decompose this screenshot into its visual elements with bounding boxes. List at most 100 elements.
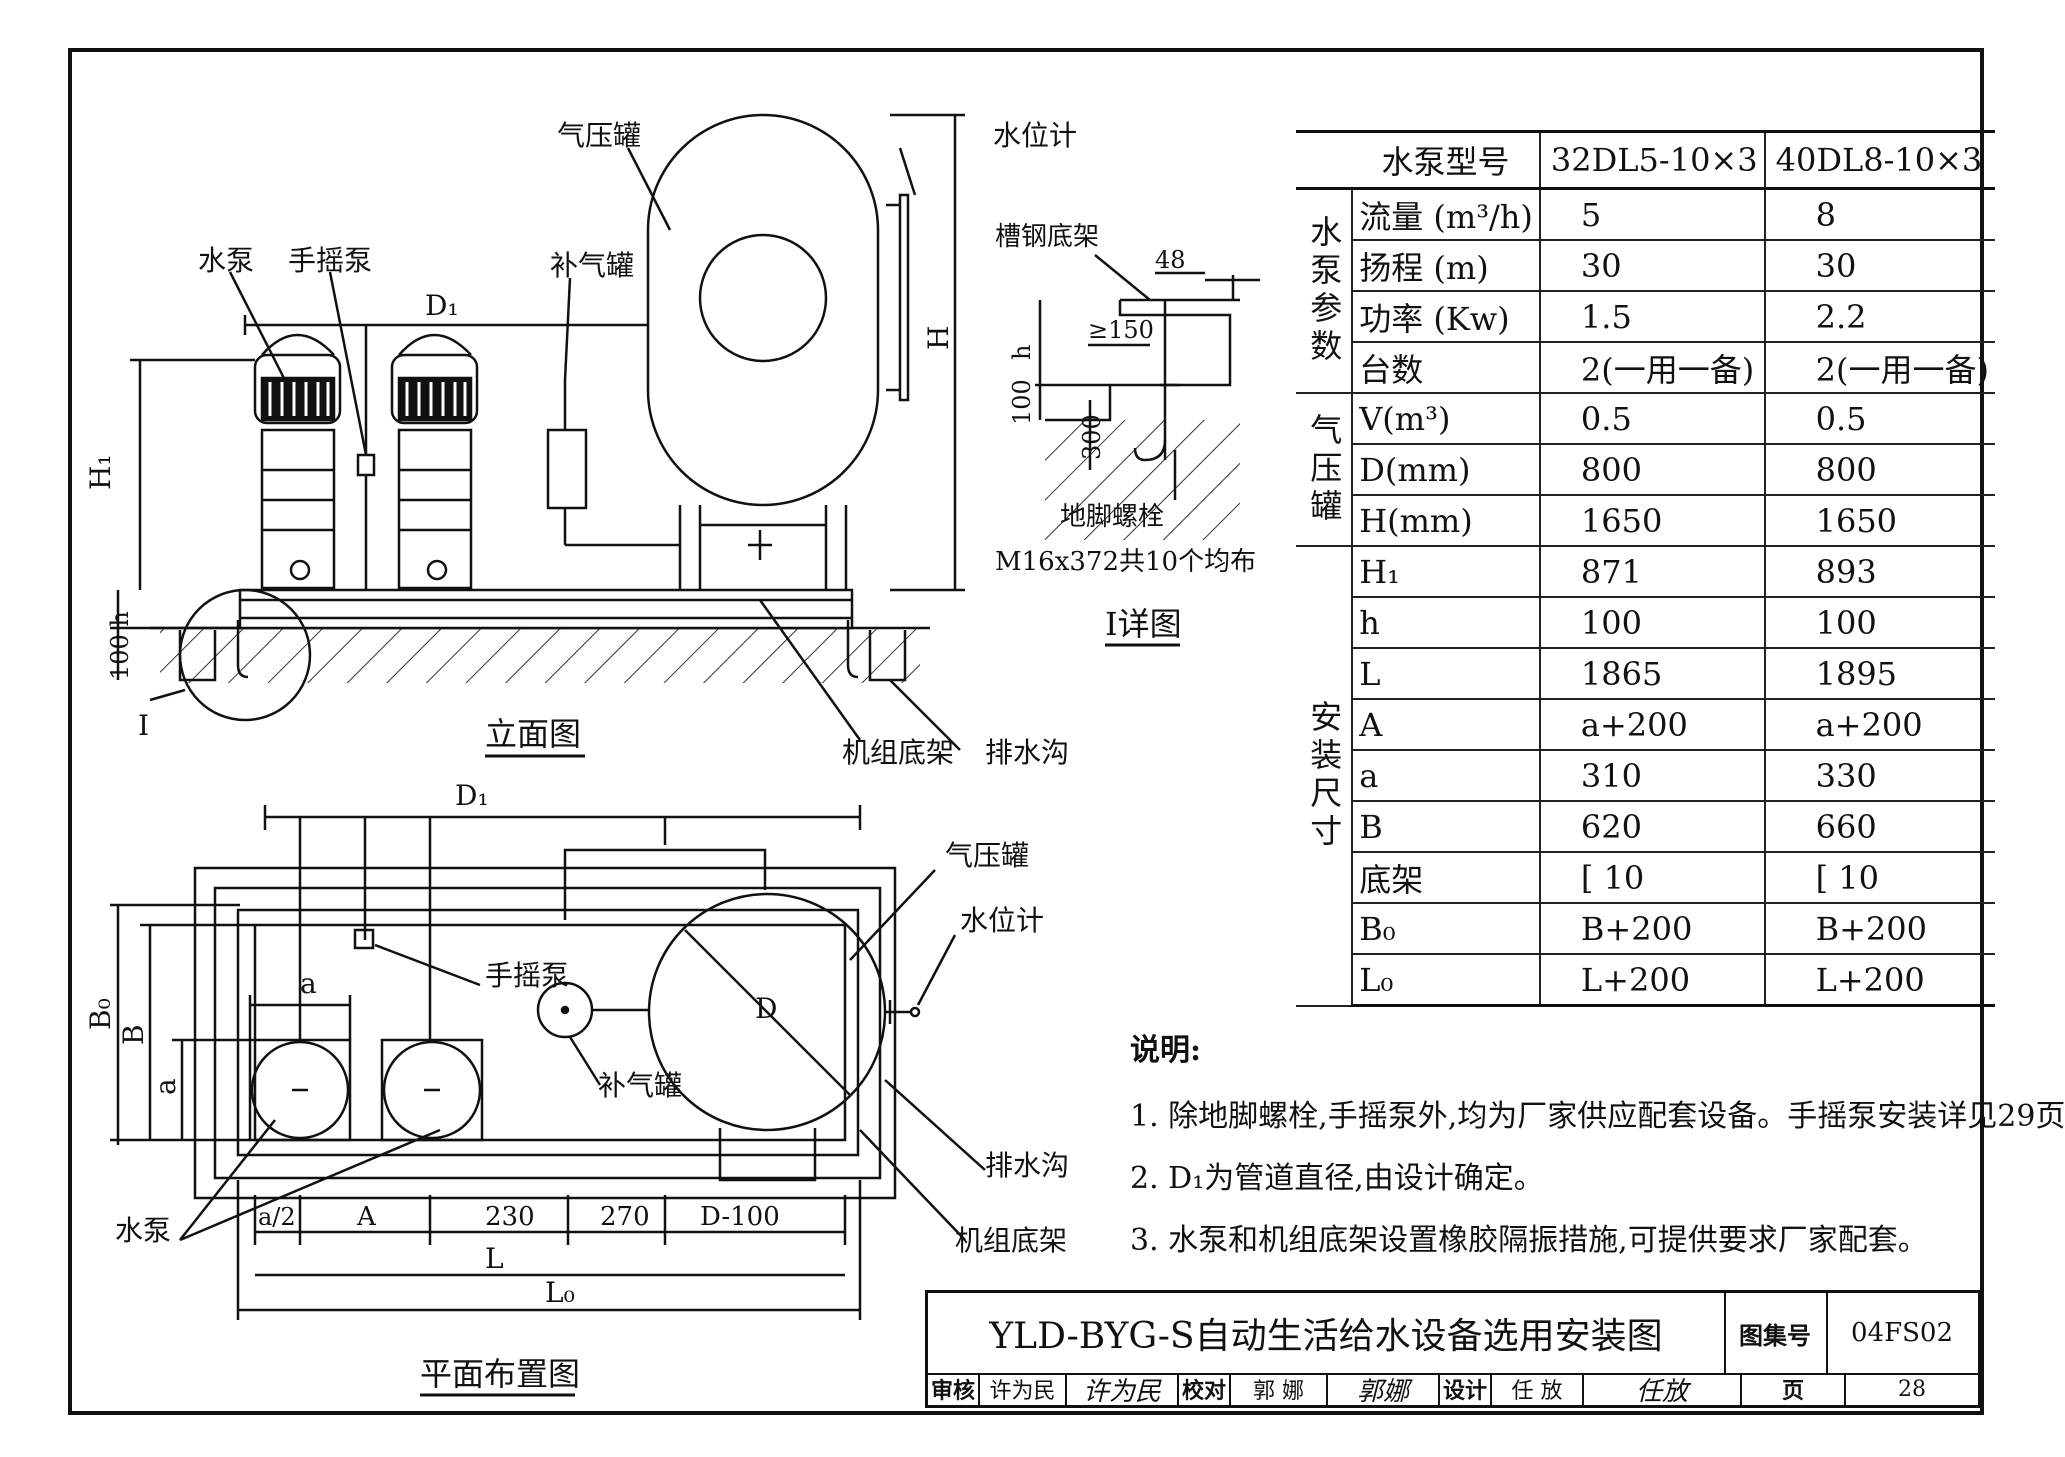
table-cell-label: 扬程 (m) xyxy=(1352,240,1541,292)
dim-100: 100 xyxy=(1008,379,1036,425)
plan-title: 平面布置图 xyxy=(420,1355,580,1393)
table-cell-value-1: 800 xyxy=(1539,444,1766,496)
dim-48: 48 xyxy=(1155,246,1186,274)
table-cell-value-2: a+200 xyxy=(1764,699,1995,751)
plan-dim-l0: L₀ xyxy=(545,1276,575,1309)
plan-labels: D₁ 气压罐 水位计 手摇泵 补气罐 排水沟 机组底架 水泵 D a B B₀ … xyxy=(84,779,1069,1393)
dim-300: 300 xyxy=(1078,414,1106,460)
dim-d1: D₁ xyxy=(425,289,459,322)
note-3: 3. 水泵和机组底架设置橡胶隔振措施,可提供要求厂家配套。 xyxy=(1130,1223,1928,1258)
table-cell-value-1: 0.5 xyxy=(1539,393,1766,445)
plan-label-hand-pump: 手摇泵 xyxy=(485,959,569,992)
table-cell-label: 功率 (Kw) xyxy=(1352,291,1541,343)
pump-2-motor xyxy=(390,353,479,425)
table-cell-value-2: 2.2 xyxy=(1764,291,1995,343)
table-header-row: 水泵型号 32DL5-10×3 40DL8-10×3 xyxy=(1296,130,1995,190)
checker-signature: 郭娜 xyxy=(1328,1373,1440,1407)
table-cell-value-1: 100 xyxy=(1539,597,1766,649)
table-cell-label: H(mm) xyxy=(1352,495,1541,547)
design-label: 设计 xyxy=(1440,1373,1492,1405)
unit-base-outline xyxy=(236,908,860,1157)
pump-2-plan xyxy=(382,1040,482,1140)
table-group-label: 气压罐 xyxy=(1296,393,1354,547)
ground-hatch xyxy=(160,628,920,683)
detail-title: I详图 xyxy=(1105,605,1182,643)
plan-dim-A: A xyxy=(356,1202,377,1232)
table-cell-value-1: [ 10 xyxy=(1539,852,1766,904)
dim-h1: H₁ xyxy=(84,454,117,490)
table-cell-value-1: a+200 xyxy=(1539,699,1766,751)
table-cell-value-2: 1895 xyxy=(1764,648,1995,700)
label-unit-base: 机组底架 xyxy=(842,736,954,769)
label-pressure-tank: 气压罐 xyxy=(557,119,641,152)
atlas-number: 04FS02 xyxy=(1826,1293,1978,1375)
table-row: 底架[ 10[ 10 xyxy=(1296,852,1995,904)
drawing-title: YLD-BYG-S自动生活给水设备选用安装图 xyxy=(928,1293,1726,1375)
reviewer-signature: 许为民 xyxy=(1067,1373,1179,1407)
pump-1-motor xyxy=(253,353,342,425)
table-cell-value-2: L+200 xyxy=(1764,954,1995,1007)
label-pump: 水泵 xyxy=(198,244,254,277)
title-block-signatures: 审核 许为民 许为民 校对 郭 娜 郭娜 设计 任 放 任放 页 28 xyxy=(928,1373,1978,1407)
check-label: 校对 xyxy=(1179,1373,1231,1405)
plan-dim-a2: a/2 xyxy=(258,1203,296,1231)
table-cell-label: A xyxy=(1352,699,1541,751)
elevation-title: 立面图 xyxy=(485,715,581,753)
label-air-tank: 补气罐 xyxy=(550,249,634,282)
table-cell-value-1: B+200 xyxy=(1539,903,1766,955)
plan-label-level-gauge: 水位计 xyxy=(960,904,1044,937)
table-cell-label: D(mm) xyxy=(1352,444,1541,496)
table-cell-label: h xyxy=(1352,597,1541,649)
plan-view xyxy=(110,805,986,1397)
detail-view xyxy=(1035,254,1260,647)
plan-dim-a: a xyxy=(300,967,317,1000)
table-cell-value-2: 8 xyxy=(1764,188,1995,241)
table-cell-label: H₁ xyxy=(1352,546,1541,598)
table-cell-value-2: 330 xyxy=(1764,750,1995,802)
spec-table: 水泵型号 32DL5-10×3 40DL8-10×3 水泵参数流量 (m³/h)… xyxy=(1296,130,1995,1007)
dim-150: ≥150 xyxy=(1088,316,1154,344)
plan-label-air-tank: 补气罐 xyxy=(598,1069,682,1102)
note-2: 2. D₁为管道直径,由设计确定。 xyxy=(1130,1161,1544,1196)
page-label: 页 xyxy=(1742,1373,1846,1405)
plan-label-unit-base: 机组底架 xyxy=(955,1224,1067,1257)
table-cell-value-2: B+200 xyxy=(1764,903,1995,955)
table-cell-value-1: 1865 xyxy=(1539,648,1766,700)
plan-dim-d100: D-100 xyxy=(700,1202,780,1232)
plan-label-pump: 水泵 xyxy=(115,1214,171,1247)
table-cell-value-2: 2(一用一备) xyxy=(1764,342,1995,394)
notes-title: 说明: xyxy=(1130,1033,1202,1068)
plan-dim-230: 230 xyxy=(485,1202,535,1232)
table-cell-label: 流量 (m³/h) xyxy=(1352,188,1541,241)
table-cell-value-1: 5 xyxy=(1539,188,1766,241)
plan-dim-d: D xyxy=(755,992,777,1025)
table-header-col1: 32DL5-10×3 xyxy=(1539,130,1766,190)
callout-i: I xyxy=(138,709,149,742)
pump-2-plan-base xyxy=(380,1038,484,1142)
air-supply-tank xyxy=(546,428,588,510)
pressure-tank xyxy=(646,113,880,507)
designer-name: 任 放 xyxy=(1492,1373,1584,1405)
table-group-label: 安装尺寸 xyxy=(1296,546,1354,1007)
title-block: YLD-BYG-S自动生活给水设备选用安装图 图集号 04FS02 审核 许为民… xyxy=(925,1290,1981,1408)
drain-trench-outline xyxy=(193,866,897,1200)
table-cell-value-1: 1650 xyxy=(1539,495,1766,547)
table-header-label: 水泵型号 xyxy=(1352,130,1541,190)
table-cell-label: 台数 xyxy=(1352,342,1541,394)
notes: 说明: 1. 除地脚螺栓,手摇泵外,均为厂家供应配套设备。手摇泵安装详见29页 … xyxy=(1130,1025,2065,1277)
dim-detail-h: h xyxy=(1008,345,1036,360)
table-cell-value-2: 100 xyxy=(1764,597,1995,649)
table-cell-value-1: 30 xyxy=(1539,240,1766,292)
table-cell-label: V(m³) xyxy=(1352,393,1541,445)
